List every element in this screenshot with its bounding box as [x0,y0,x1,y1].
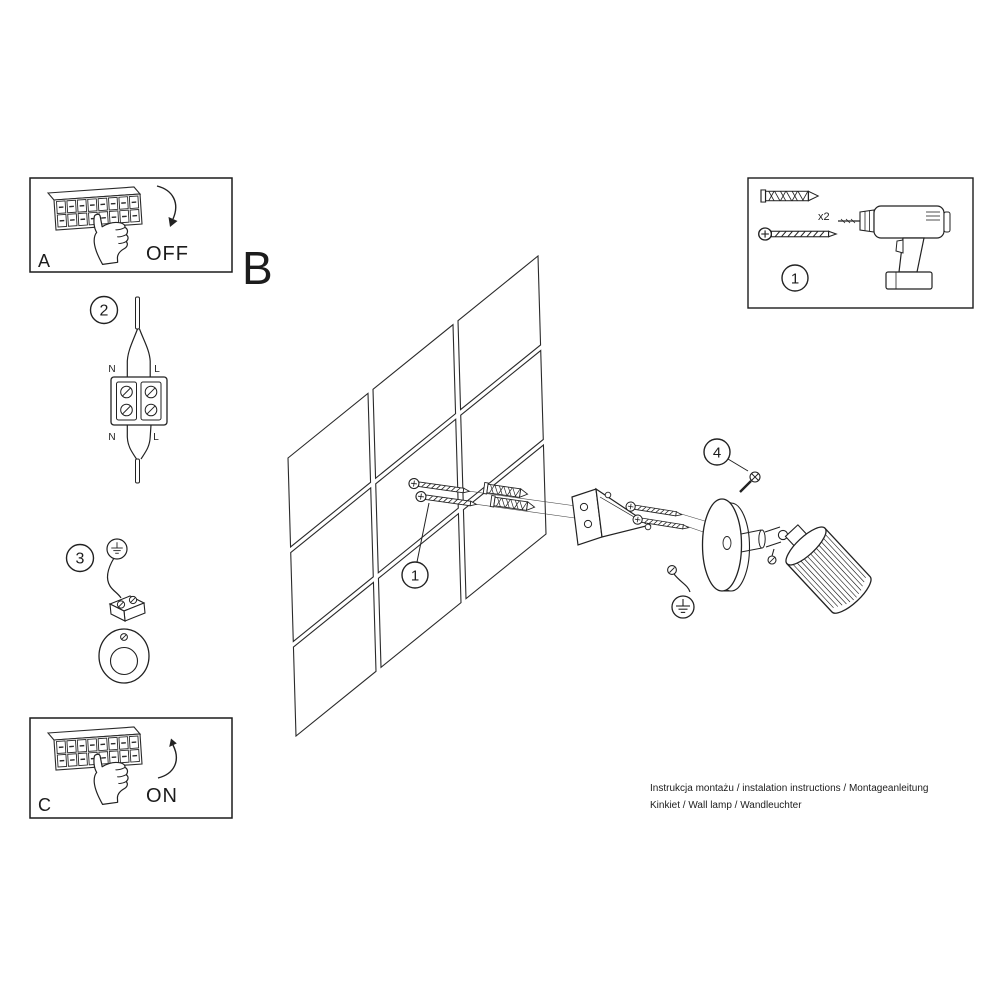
step-2-badge [89,295,119,325]
box-c-switch-on: ON C [29,717,233,819]
parts-wall-plug-icon [760,189,819,203]
callout-1-number: 1 [411,568,419,585]
lamp-shade-icon [784,524,872,614]
terminal-l-top-label: L [154,364,160,375]
step-3-badge [65,543,95,573]
step-3-number: 3 [76,551,85,568]
bracket-screw-icon [631,513,690,533]
mounting-ring-icon [98,628,150,684]
power-cord-icon [126,296,151,377]
ground-wire [106,557,122,599]
step-3-grounding: 3 [65,538,150,684]
cable-clamp-icon [108,595,146,622]
drill-icon [838,205,951,290]
footer: Instrukcja montażu / instalation instruc… [650,783,929,811]
earth-terminal-icon [667,565,695,619]
power-cord-bottom-icon [126,424,152,484]
terminal-n-top-label: N [108,364,115,375]
step-2-number: 2 [100,303,109,320]
callout-4-badge: 4 [703,438,749,472]
footer-line-2: Kinkiet / Wall lamp / Wandleuchter [650,800,802,811]
plug-quantity-label: x2 [818,211,830,223]
step-2-wiring: 2 N L N L [89,295,168,484]
on-label: ON [146,785,178,807]
callout-4-number: 4 [713,445,721,462]
wall-bracket-icon [571,487,652,546]
wall-panels [288,256,546,736]
box-a-switch-off: OFF A [29,177,233,273]
box-c-label: C [38,795,51,815]
parts-callout-badge: 1 [781,264,809,292]
off-label: OFF [146,243,189,265]
terminal-l-bottom-label: L [153,432,159,443]
on-arrow-icon [157,738,177,779]
earth-symbol-icon [106,538,128,560]
section-b-diagram: B [242,242,872,736]
set-screw-icon [739,471,761,493]
adjustment-knob-icon [767,548,777,565]
terminal-block-icon [110,376,168,426]
pivot-joint-icon [764,526,789,548]
box-a-label: A [38,251,50,271]
off-arrow-icon [156,185,178,227]
callout-1-badge: 1 [401,502,430,589]
parts-callout-number: 1 [791,271,799,288]
footer-line-1: Instrukcja montażu / instalation instruc… [650,783,929,794]
section-b-label: B [242,242,273,294]
terminal-n-bottom-label: N [108,432,115,443]
parts-box: x2 1 [747,177,974,309]
canopy-icon [701,498,766,592]
